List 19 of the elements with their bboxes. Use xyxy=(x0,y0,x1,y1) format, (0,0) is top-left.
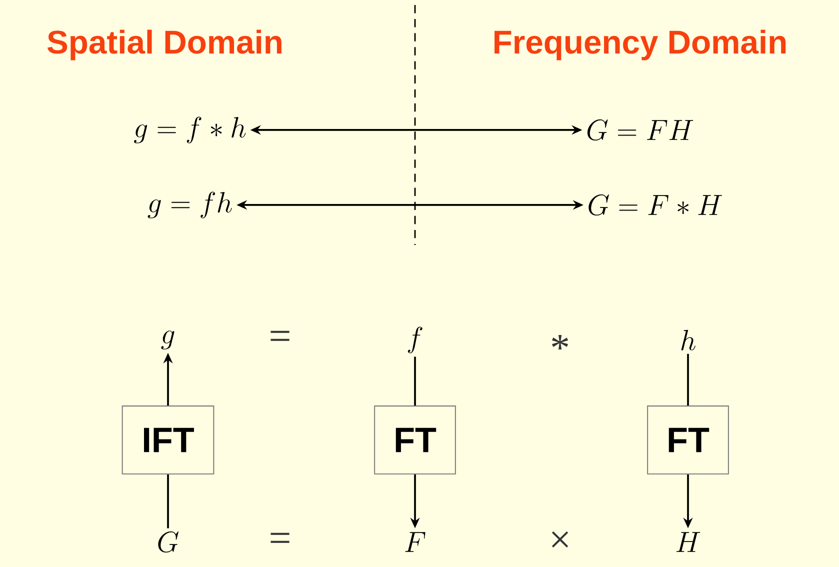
equation: $g = fh$ xyxy=(148,192,232,218)
transform-box: FT xyxy=(647,406,729,474)
heading: Spatial Domain xyxy=(47,30,282,60)
equation: $g = f * h$ xyxy=(134,116,246,144)
transform-box: FT xyxy=(374,406,456,474)
operator: = xyxy=(270,330,290,341)
heading: Frequency Domain xyxy=(494,30,786,60)
equation: $f$ xyxy=(408,326,422,354)
equation: $H$ xyxy=(676,532,700,552)
equation: $g$ xyxy=(161,330,174,350)
operator: = xyxy=(270,532,290,543)
equation: $F$ xyxy=(405,532,426,552)
equation: $h$ xyxy=(681,330,696,350)
equation: $G$ xyxy=(158,531,178,553)
equation: $G = FH$ xyxy=(587,119,694,141)
operator: × xyxy=(552,531,568,548)
transform-box: IFT xyxy=(122,406,214,474)
operator: * xyxy=(552,334,568,350)
equation: $G = F * H$ xyxy=(588,194,722,216)
